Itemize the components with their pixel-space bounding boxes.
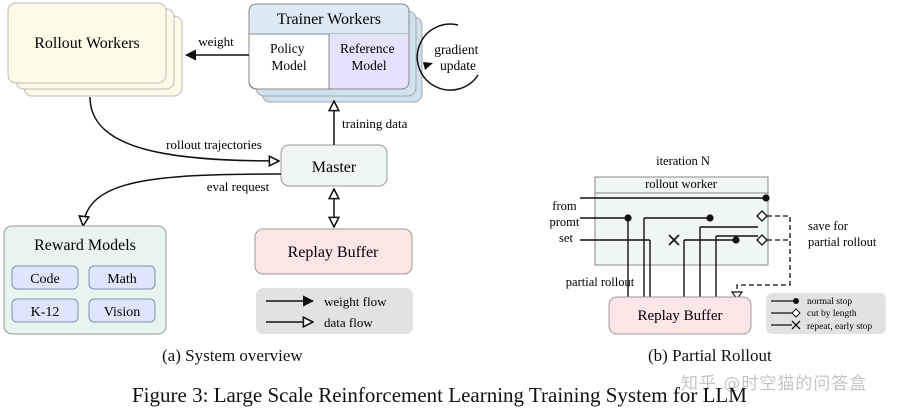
rollout-workers-node: Rollout Workers [7,2,183,97]
replay-buffer-label: Replay Buffer [288,244,379,261]
normal-stop-marker [706,214,714,222]
repeat-early-stop-marker [668,234,680,246]
figure-caption: Figure 3: Large Scale Reinforcement Lear… [132,383,747,407]
eval-request-label: eval request [207,179,270,194]
reward-item-k12 [11,298,79,323]
gradient-update-label: gradient update [434,42,482,73]
replay-buffer-node-b: Replay Buffer [608,296,752,335]
svg-text:Vision: Vision [104,305,141,320]
svg-text:K-12: K-12 [31,305,60,320]
svg-text:Math: Math [107,272,137,287]
training-data-label: training data [342,116,408,131]
data-flow-label: data flow [324,315,373,330]
gradient-update-loop: gradient update [416,23,482,91]
master-label: Master [312,159,357,176]
weight-label: weight [198,34,234,49]
replay-buffer-node: Replay Buffer [254,228,413,275]
eval-request-edge [83,173,282,226]
save-partial-path [736,215,791,296]
caption-system-overview: (a) System overview [162,346,303,365]
master-node: Master [280,144,388,187]
rollout-trajectories-edge [89,96,279,161]
flow-legend: weight flow data flow [256,288,413,334]
normal-stop-marker [732,236,740,244]
repeat-early-stop-legend: repeat, early stop [807,322,872,332]
cut-by-length-marker [756,210,768,222]
rollout-workers-label: Rollout Workers [34,35,140,52]
rollout-worker-label: rollout worker [645,177,718,191]
trainer-workers-title: Trainer Workers [277,11,381,28]
reward-models-title: Reward Models [34,237,136,254]
svg-text:Code: Code [30,272,60,287]
rollout-worker-box: rollout worker [594,176,769,266]
normal-stop-marker [624,214,632,222]
replay-buffer-label-b: Replay Buffer [637,308,722,324]
stop-legend: normal stop cut by length repeat, early … [766,293,886,334]
cut-by-length-marker [756,234,768,246]
normal-stop-marker [762,194,770,202]
reward-item-vision [88,298,156,323]
reward-models-node: Reward Models Code Math K-12 Vision [3,225,167,335]
save-for-label: save for partial rollout [808,219,877,249]
prompt-set-label: from promt set [550,199,583,245]
normal-stop-legend: normal stop [807,297,852,307]
rollout-trajectories-label: rollout trajectories [166,137,262,152]
rollout-trajectories [580,197,766,297]
cut-by-length-legend: cut by length [807,309,857,319]
partial-rollout-label: partial rollout [566,275,635,289]
weight-flow-label: weight flow [324,294,387,309]
iteration-label: iteration N [656,154,710,168]
caption-partial-rollout: (b) Partial Rollout [648,346,772,365]
reward-item-math [88,265,156,290]
reference-model-label: Reference Model [340,41,398,73]
policy-model-label: Policy Model [270,41,308,73]
watermark: 知乎 @时空猫的问答盒 [681,374,868,394]
trainer-workers-node: Trainer Workers Policy Model Reference M… [248,3,423,103]
reward-item-code [11,265,79,290]
